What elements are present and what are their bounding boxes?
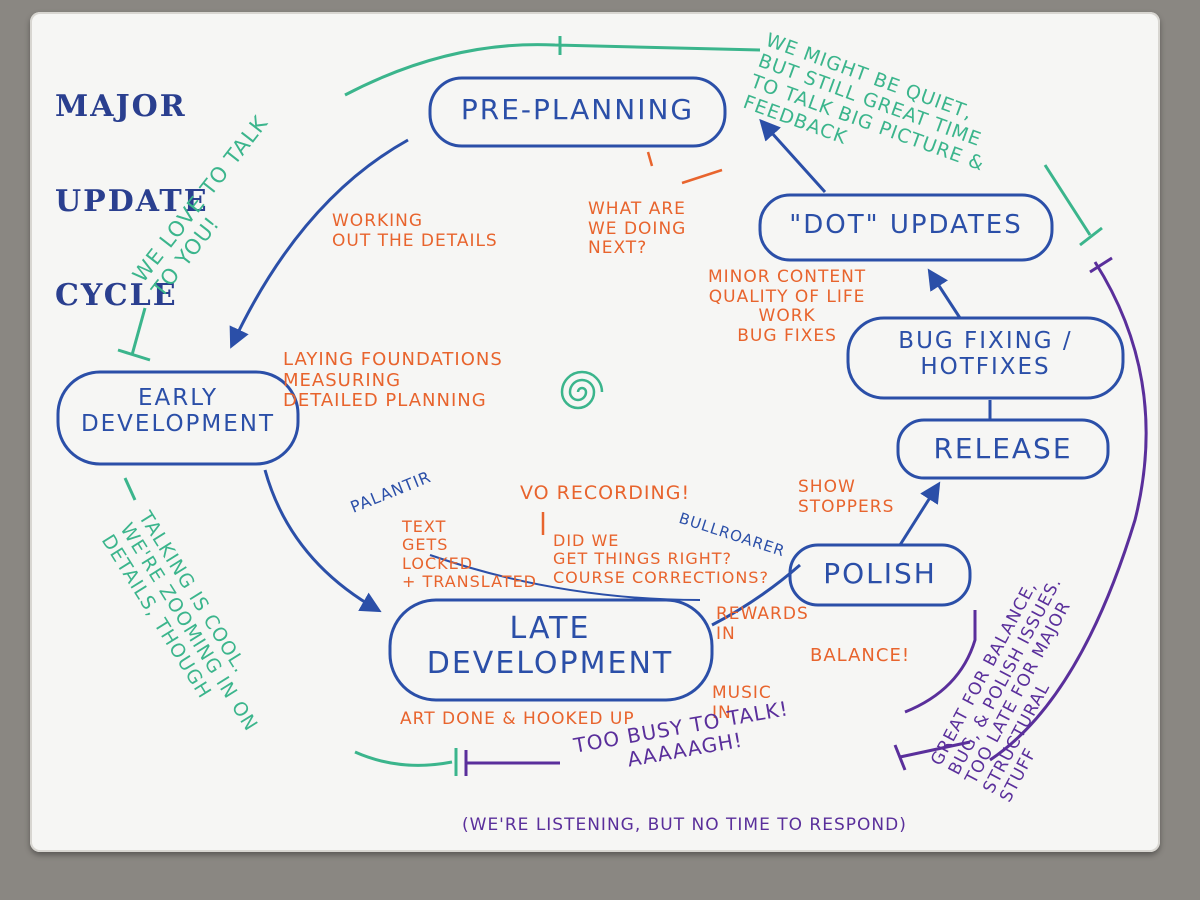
- note-listening: (WE'RE LISTENING, BUT NO TIME TO RESPOND…: [462, 815, 907, 835]
- note-laying-foundations: LAYING FOUNDATIONS MEASURING DETAILED PL…: [283, 349, 503, 412]
- arrow-early-to-late: [263, 469, 382, 613]
- orange-dash-what: [681, 168, 723, 185]
- arrow-preplanning-to-early: [229, 138, 409, 349]
- arrow-bugfix-to-dot: [927, 268, 962, 319]
- purple-bracket-bottom: [464, 750, 560, 776]
- note-vo-recording: VO RECORDING!: [520, 482, 691, 504]
- stage-late-development: LATE DEVELOPMENT: [426, 611, 674, 681]
- late-development-oval: [388, 598, 714, 702]
- note-show-stoppers: SHOW STOPPERS: [798, 477, 895, 517]
- note-working-out-details: WORKING OUT THE DETAILS: [332, 211, 498, 251]
- green-bracket-top: [344, 36, 761, 97]
- arrow-dot-to-preplanning: [759, 118, 827, 194]
- arrow-polish-to-release: [898, 481, 941, 546]
- stage-bug-fixing: BUG FIXING / HOTFIXES: [898, 328, 1073, 381]
- note-did-we-get-things-right: DID WE GET THINGS RIGHT? COURSE CORRECTI…: [553, 531, 769, 587]
- spiral-doodle: [560, 370, 604, 410]
- green-bracket-bottom: [123, 477, 458, 776]
- purple-bracket-mid: [893, 610, 977, 771]
- orange-tick-what: [646, 151, 654, 167]
- stage-early-development: EARLY DEVELOPMENT: [80, 385, 276, 438]
- whiteboard: [30, 12, 1160, 852]
- board-title: MAJOR UPDATE CYCLE: [55, 28, 209, 343]
- note-minor-content: MINOR CONTENT QUALITY OF LIFE WORK BUG F…: [708, 267, 867, 346]
- release-oval: [896, 418, 1110, 480]
- stage-pre-planning: PRE-PLANNING: [460, 93, 695, 126]
- note-balance: BALANCE!: [810, 645, 911, 666]
- pre-planning-oval: [428, 76, 727, 148]
- title-line-2: UPDATE: [55, 183, 209, 219]
- note-text-gets-locked: TEXT GETS LOCKED + TRANSLATED: [402, 517, 537, 592]
- early-development-oval: [56, 370, 300, 466]
- note-art-done: ART DONE & HOOKED UP: [400, 709, 635, 729]
- purple-bracket-right: [989, 256, 1148, 762]
- bug-fixing-oval: [846, 316, 1125, 400]
- green-bracket-right: [1043, 164, 1103, 247]
- green-bracket-left: [117, 307, 151, 362]
- stage-dot-updates: "DOT" UPDATES: [789, 210, 1023, 240]
- note-what-are-we-doing: WHAT ARE WE DOING NEXT?: [588, 199, 687, 259]
- note-rewards-in: REWARDS IN: [716, 604, 809, 644]
- title-line-1: MAJOR: [55, 89, 187, 124]
- arrow-late-to-polish: [711, 563, 801, 627]
- note-music-in: MUSIC IN: [712, 683, 772, 723]
- dot-updates-oval: [758, 193, 1054, 262]
- palantir-bullroarer-line: [429, 554, 701, 601]
- stage-polish: POLISH: [823, 557, 937, 590]
- stage-release: RELEASE: [933, 432, 1073, 465]
- title-line-3: CYCLE: [55, 278, 178, 313]
